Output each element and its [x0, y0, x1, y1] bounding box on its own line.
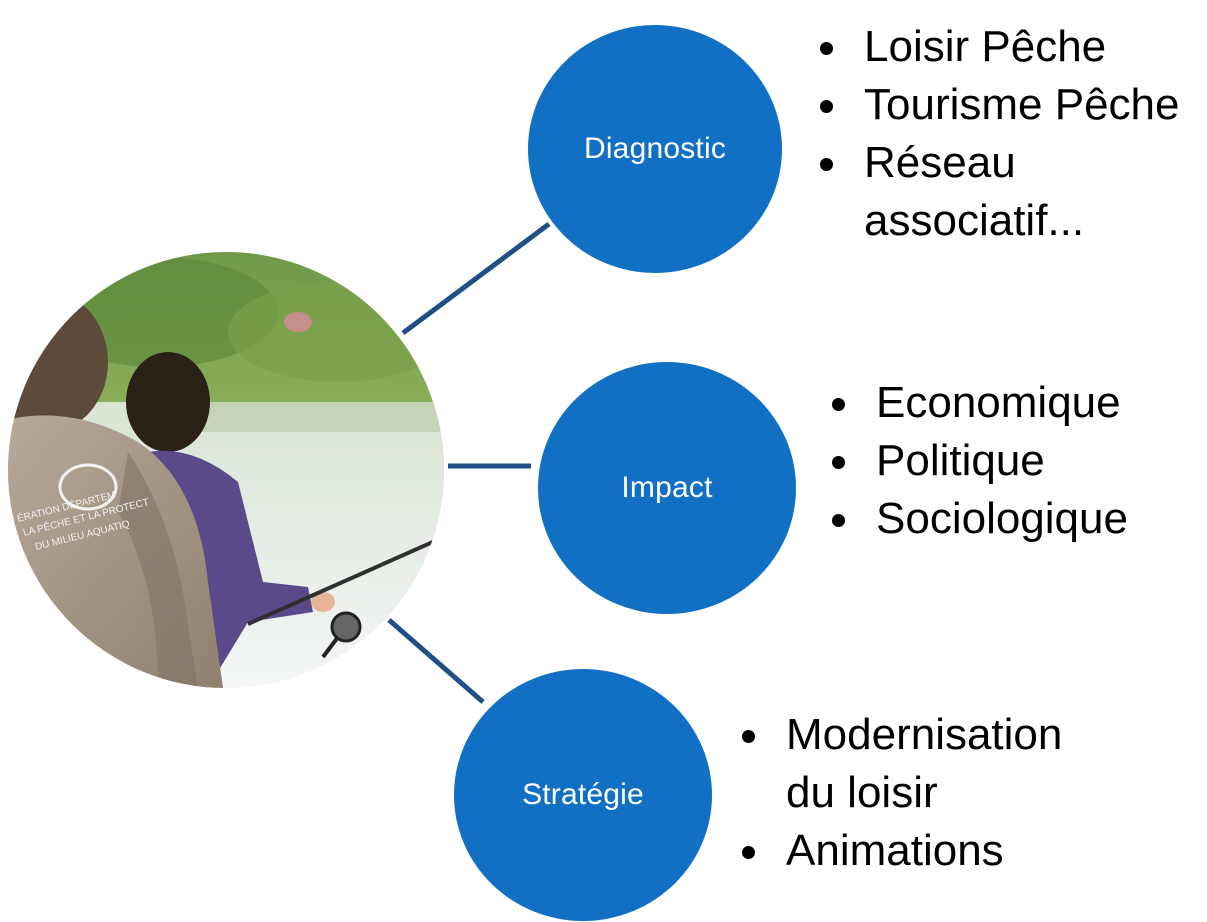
bullet-list-diagnostic: Loisir Pêche Tourisme Pêche Réseau assoc…	[820, 18, 1200, 250]
node-impact: Impact	[538, 362, 796, 614]
node-diagnostic-label: Diagnostic	[583, 132, 727, 165]
bullet-list-impact: Economique Politique Sociologique	[832, 374, 1192, 548]
bullet-item: Politique	[832, 432, 1192, 490]
bullet-item: Tourisme Pêche	[820, 76, 1200, 134]
bullet-item: Loisir Pêche	[820, 18, 1200, 76]
node-strategie: Stratégie	[454, 669, 712, 921]
bullet-item: Réseau associatif...	[820, 134, 1200, 250]
connector-strategie	[387, 618, 485, 704]
bullet-item: Economique	[832, 374, 1192, 432]
node-strategie-label: Stratégie	[522, 778, 644, 811]
fishing-photo: ÉRATION DÉPARTEM LA PÊCHE ET LA PROTECT …	[8, 252, 444, 688]
connector-diagnostic	[401, 221, 551, 336]
node-diagnostic: Diagnostic	[528, 25, 782, 273]
bullet-item: Sociologique	[832, 490, 1192, 548]
bullet-item: Animations	[742, 822, 1082, 880]
bullet-item: Modernisation du loisir	[742, 706, 1082, 822]
node-impact-label: Impact	[621, 471, 713, 504]
bullet-list-strategie: Modernisation du loisir Animations	[742, 706, 1082, 880]
